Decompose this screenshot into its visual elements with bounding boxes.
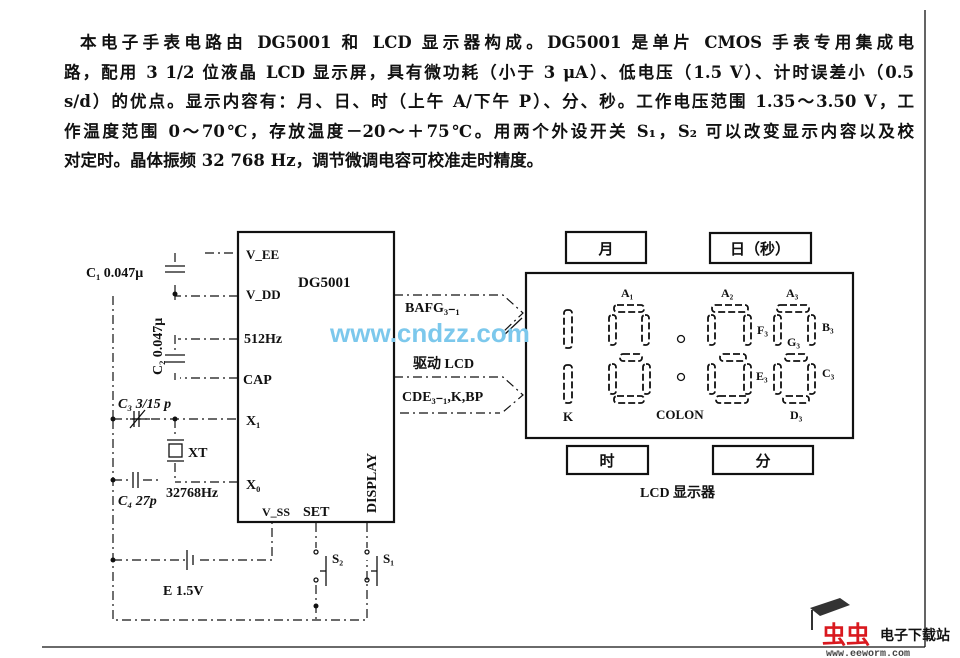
c1-label: C₁ 0.047μ — [86, 266, 143, 281]
freq-label: 32768Hz — [166, 486, 218, 501]
seg-colon: COLON — [656, 407, 704, 422]
s1-label: S₁ — [383, 551, 394, 566]
wire-x0 — [174, 419, 238, 483]
c2-label: C₂ 0.047μ — [151, 318, 166, 375]
label-box-day-sec — [708, 231, 813, 265]
label-box-month — [564, 230, 648, 265]
c4-capacitor-icon — [132, 472, 139, 488]
battery-icon — [186, 550, 194, 570]
xt-label: XT — [188, 446, 208, 461]
c4-label: C₄ 27p — [118, 494, 157, 509]
switch-s2-icon — [313, 549, 327, 586]
k-segment-bottom — [563, 364, 573, 404]
paragraph-line: 本电子手表电路由 DG5001 和 LCD 显示器构成。DG5001 是单片 C… — [80, 33, 914, 52]
bus-slash — [502, 317, 523, 337]
label-hour: 时 — [599, 453, 614, 470]
label-box-minute — [711, 444, 815, 476]
paragraph-line: 作温度范围 0～70℃，存放温度－20～＋75℃。用两个外设开关 S₁，S₂ 可… — [64, 121, 914, 141]
colon-dot — [676, 372, 686, 382]
bus-arrows — [394, 294, 524, 414]
pin-display: DISPLAY — [365, 453, 380, 513]
pin-cap: CAP — [243, 373, 272, 388]
pin-512hz: 512Hz — [244, 332, 282, 347]
seg-a2: A₂ — [721, 286, 734, 300]
seg-d3: D₃ — [790, 408, 803, 422]
digit-1 — [608, 304, 651, 404]
seg-g3: G₃ — [787, 335, 800, 349]
digit-3 — [773, 304, 816, 404]
pin-x0: X₀ — [246, 478, 260, 493]
c3-label: C₃ 3/15 p — [118, 397, 171, 412]
pin-x1: X₁ — [246, 414, 260, 429]
lcd-title: LCD 显示器 — [640, 485, 716, 501]
lcd-segments — [563, 304, 816, 404]
seg-a1: A₁ — [621, 286, 634, 300]
bus-drive-label: 驱动 LCD — [413, 355, 474, 372]
description-paragraph: 本电子手表电路由 DG5001 和 LCD 显示器构成。DG5001 是单片 C… — [64, 28, 914, 176]
seg-f3: F₃ — [757, 323, 768, 337]
watermark: www.cndzz.com — [329, 318, 530, 348]
digit-2 — [707, 304, 752, 404]
seg-e3: E₃ — [756, 369, 768, 383]
lcd-panel — [524, 271, 855, 440]
wire-vee-vdd — [174, 252, 238, 300]
paragraph-line: 路，配用 3 1/2 位液晶 LCD 显示屏，具有微功耗（小于 3 μA）、低电… — [64, 62, 914, 82]
seg-c3: C₃ — [822, 366, 835, 380]
wire-c2 — [174, 335, 238, 380]
wire-left-rail — [112, 296, 368, 621]
seg-k: K — [563, 409, 574, 424]
battery-label: E 1.5V — [163, 584, 203, 599]
bus-lower-label: CDE₃₋₁,K,BP — [402, 390, 484, 405]
junction-dot — [313, 603, 319, 609]
pin-vdd: V_DD — [246, 287, 281, 302]
junction-dot — [110, 557, 116, 563]
label-month: 月 — [597, 241, 613, 258]
c3-trimmer-icon — [129, 409, 150, 429]
logo-name: 虫虫 — [822, 621, 870, 649]
switch-s1-icon — [364, 549, 378, 586]
junction-dot — [172, 291, 178, 297]
paragraph-line: 对定时。晶体振频 32 768 Hz，调节微调电容可校准走时精度。 — [64, 151, 544, 170]
seg-a3: A₃ — [786, 286, 799, 300]
eeworm-logo: 虫虫 电子下载站 www.eeworm.com — [810, 598, 950, 658]
chip-name: DG5001 — [298, 275, 351, 291]
wire-battery — [113, 523, 273, 561]
label-minute: 分 — [755, 453, 770, 470]
pin-vss: V_SS — [262, 505, 290, 519]
pin-set: SET — [303, 505, 330, 520]
label-box-hour — [565, 444, 650, 476]
k-segment-top — [563, 309, 573, 349]
s2-label: S₂ — [332, 551, 343, 566]
pin-vee: V_EE — [246, 247, 279, 262]
crystal-icon — [167, 439, 184, 462]
label-day-sec: 日（秒） — [730, 240, 790, 258]
logo-caption: 电子下载站 — [880, 627, 950, 644]
wire-switches — [315, 523, 368, 620]
paragraph-line: s/d）的优点。显示内容有：月、日、时（上午 A/下午 P）、分、秒。工作电压范… — [64, 92, 914, 111]
bus-upper-label: BAFG₃₋₁ — [405, 301, 460, 316]
mortarboard-icon — [810, 598, 850, 616]
colon-dot — [676, 334, 686, 344]
logo-url: www.eeworm.com — [826, 649, 910, 658]
seg-b3: B₃ — [822, 320, 834, 334]
junction-dot — [110, 416, 116, 422]
